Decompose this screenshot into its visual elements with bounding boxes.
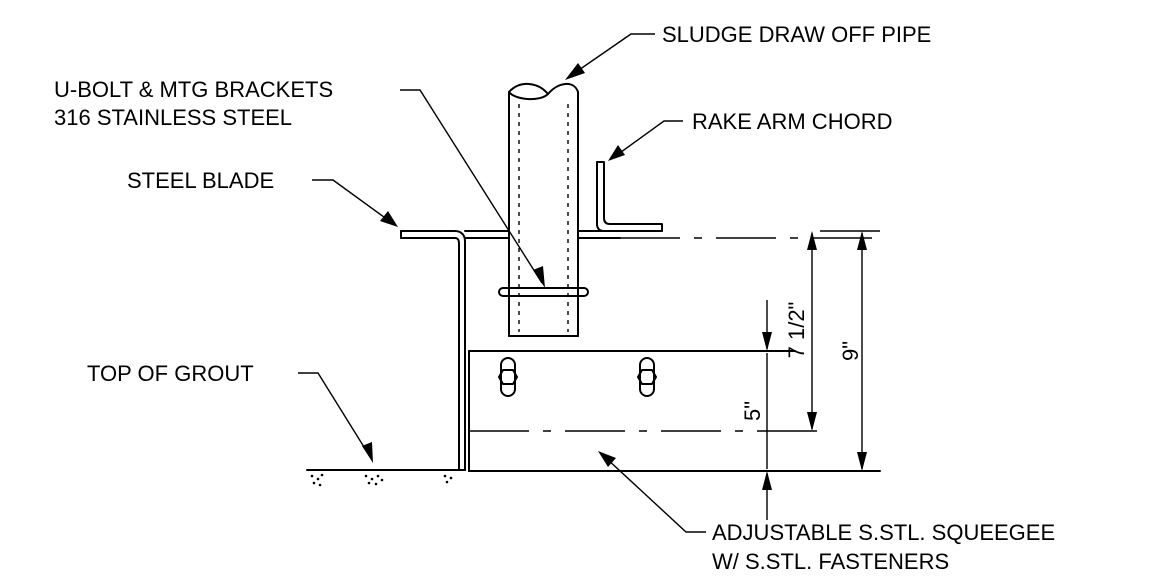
leader-top-of-grout: [298, 372, 373, 463]
u-bolt: [498, 287, 589, 297]
squeegee-plate: [468, 350, 881, 472]
dimension-5in-label: 5": [740, 401, 765, 421]
label-top-of-grout: TOP OF GROUT: [87, 361, 254, 386]
rake-arm-chord: [596, 161, 663, 232]
dimension-5in: 5": [740, 300, 772, 520]
leader-sludge-pipe: [565, 33, 655, 80]
fastener-left: [498, 357, 518, 397]
leader-squeegee: [598, 451, 706, 533]
dimension-9in: 9": [820, 230, 880, 471]
grout-line: [306, 469, 460, 487]
label-steel-blade: STEEL BLADE: [127, 168, 274, 193]
dimension-7-1-2in-label: 7 1/2": [784, 302, 809, 359]
dimension-7-1-2in: 7 1/2": [784, 231, 817, 431]
sludge-draw-off-pipe: [508, 83, 579, 337]
label-squeegee-line-2: W/ S.STL. FASTENERS: [712, 549, 949, 574]
label-u-bolt-line-2: 316 STAINLESS STEEL: [54, 105, 292, 130]
label-sludge-draw-off-pipe: SLUDGE DRAW OFF PIPE: [662, 22, 931, 47]
fastener-right: [637, 357, 657, 397]
leader-u-bolt: [400, 89, 545, 288]
label-u-bolt-line-1: U-BOLT & MTG BRACKETS: [54, 77, 333, 102]
grout-stipple: [310, 473, 453, 487]
leader-rake-arm: [608, 120, 683, 161]
dimension-9in-label: 9": [838, 341, 863, 361]
label-squeegee-line-1: ADJUSTABLE S.STL. SQUEEGEE: [712, 520, 1055, 545]
label-rake-arm-chord: RAKE ARM CHORD: [692, 109, 892, 134]
leader-steel-blade: [312, 179, 398, 227]
